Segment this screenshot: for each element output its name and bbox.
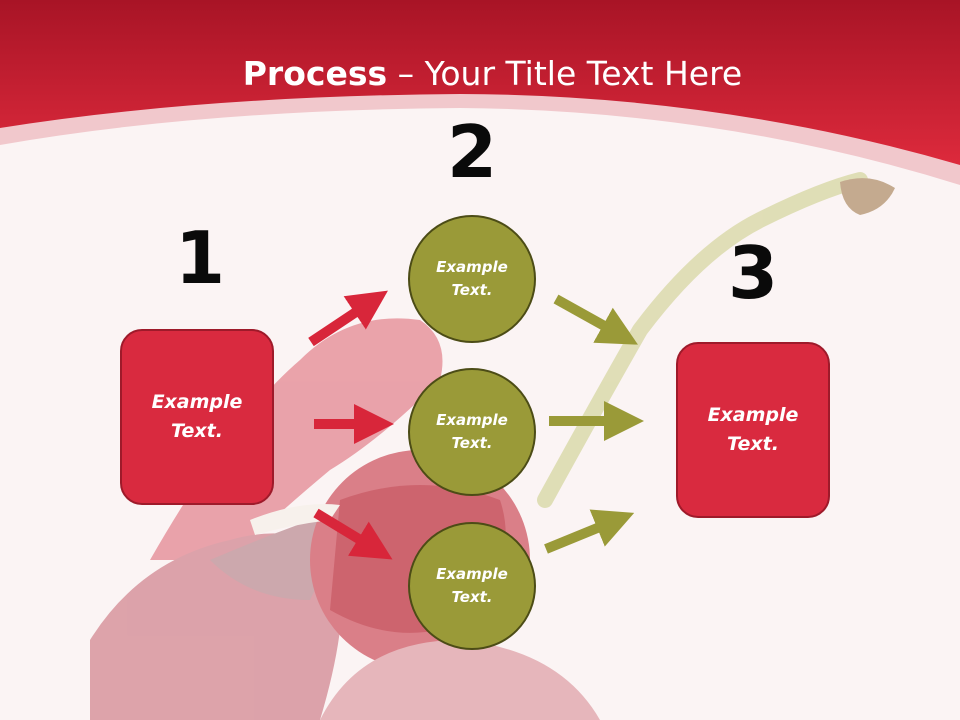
step-number-1: 1 (174, 216, 226, 300)
title-bold: Process (242, 54, 388, 93)
circle-middle: Example Text. (408, 368, 536, 496)
circle-middle-label: Example Text. (436, 411, 508, 452)
circle-bottom-label: Example Text. (436, 565, 508, 606)
page-title: Process – Your Title Text Here (0, 52, 960, 96)
right-box: Example Text. (676, 342, 830, 518)
circle-top-label: Example Text. (436, 258, 508, 299)
circle-top: Example Text. (408, 215, 536, 343)
left-box: Example Text. (120, 329, 274, 505)
step-number-2: 2 (446, 110, 498, 194)
step-number-3: 3 (727, 231, 779, 315)
right-box-label: Example Text. (707, 404, 799, 455)
title-rest: – Your Title Text Here (387, 54, 743, 93)
circle-bottom: Example Text. (408, 522, 536, 650)
left-box-label: Example Text. (151, 391, 243, 442)
